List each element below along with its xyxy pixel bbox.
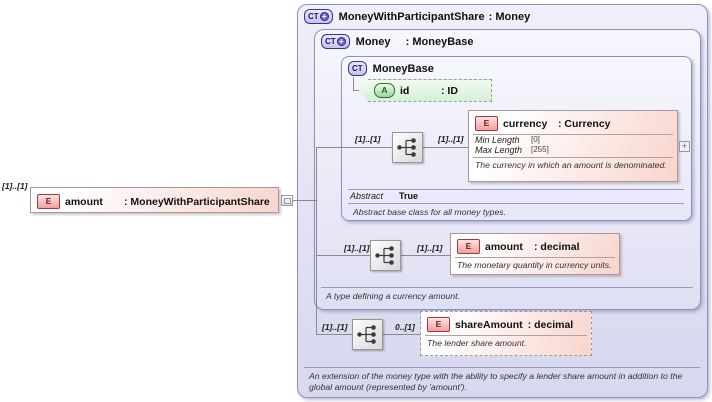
- connector-line: [383, 334, 420, 335]
- connector-line: [353, 77, 354, 91]
- element-name: amount: [65, 195, 103, 208]
- connector-line: [316, 147, 317, 334]
- element-header: E amount : MoneyWithParticipantShare: [31, 188, 278, 212]
- sequence-icon[interactable]: [352, 319, 383, 350]
- plus-icon: +: [336, 37, 346, 46]
- connector-line: [423, 147, 468, 148]
- element-type: : decimal: [534, 240, 580, 253]
- element-header: E currency : Currency: [469, 111, 677, 134]
- facet-min-length: Min Length [0]: [475, 135, 540, 145]
- abstract-facet: Abstract True: [350, 191, 418, 201]
- connector-line: [293, 200, 316, 201]
- element-shareamount[interactable]: E shareAmount : decimal The lender share…: [420, 311, 592, 356]
- element-annotation: The lender share amount.: [427, 338, 527, 348]
- complex-type-money-header: CT+ Money: MoneyBase: [321, 34, 474, 49]
- plus-icon: +: [319, 12, 329, 21]
- cardinality-label: [1]..[1]: [344, 243, 370, 253]
- element-type: : MoneyWithParticipantShare: [124, 195, 270, 208]
- moneybase-annotation: Abstract base class for all money types.: [353, 207, 507, 217]
- element-root-amount[interactable]: E amount : MoneyWithParticipantShare: [30, 187, 279, 213]
- complex-type-moneybase-header: CT MoneyBase: [348, 61, 434, 76]
- handle-square: [283, 197, 291, 204]
- element-icon: E: [37, 194, 60, 209]
- attribute-icon: A: [374, 83, 395, 98]
- annotation-divider: [455, 257, 615, 258]
- attribute-name: id: [400, 84, 410, 97]
- connector-line: [401, 255, 450, 256]
- attribute-id[interactable]: A id : ID: [358, 79, 492, 102]
- sequence-icon[interactable]: [370, 240, 401, 271]
- element-icon: E: [427, 317, 450, 332]
- complex-type-plus-icon[interactable]: CT+: [321, 34, 350, 49]
- cardinality-label: [1]..[1]: [417, 243, 443, 253]
- cardinality-label: [1]..[1]: [355, 134, 381, 144]
- element-icon: E: [457, 239, 480, 254]
- element-icon: E: [475, 116, 498, 131]
- complex-type-title: MoneyBase: [372, 62, 434, 75]
- annotation-divider: [321, 287, 693, 288]
- complex-type-plus-icon[interactable]: CT+: [304, 9, 333, 24]
- element-header: E amount : decimal: [451, 234, 619, 257]
- sequence-glyph: [397, 138, 416, 157]
- element-type: : decimal: [527, 318, 574, 331]
- element-type: : Currency: [558, 117, 611, 130]
- element-name: currency: [503, 117, 548, 130]
- sequence-glyph: [357, 325, 376, 344]
- connector-line: [353, 90, 360, 91]
- complex-type-moneywithparticipantshare-header: CT+ MoneyWithParticipantShare: Money: [304, 9, 530, 24]
- connector-line: [316, 147, 392, 148]
- annotation-divider: [425, 335, 587, 336]
- cardinality-label: 0..[1]: [395, 322, 415, 332]
- expand-icon[interactable]: +: [679, 141, 690, 152]
- collapse-handle-icon[interactable]: [281, 195, 293, 206]
- attribute-type: : ID: [441, 84, 458, 97]
- abstract-value: True: [399, 191, 419, 201]
- annotation-divider: [304, 367, 700, 368]
- cardinality-label: [1]..[1]: [438, 134, 464, 144]
- complex-type-title: MoneyWithParticipantShare: Money: [338, 10, 531, 23]
- element-currency[interactable]: E currency : Currency Min Length [0] Max…: [468, 110, 678, 182]
- facet-divider: [473, 134, 673, 135]
- connector-line: [316, 255, 370, 256]
- connector-line: [316, 334, 352, 335]
- annotation-divider: [348, 203, 684, 204]
- abstract-label: Abstract: [350, 191, 384, 201]
- sequence-icon[interactable]: [392, 132, 423, 163]
- element-name: amount: [485, 240, 523, 253]
- facet-divider: [348, 189, 684, 190]
- complex-type-title: Money: MoneyBase: [355, 35, 474, 48]
- element-amount[interactable]: E amount : decimal The monetary quantity…: [450, 233, 620, 275]
- element-annotation: The monetary quantity in currency units.: [457, 260, 612, 270]
- cardinality-label: [1]..[1]: [322, 322, 348, 332]
- cardinality-label: [1]..[1]: [2, 181, 28, 191]
- facet-max-length: Max Length [255]: [475, 145, 549, 155]
- element-name: shareAmount: [455, 318, 523, 331]
- sequence-glyph: [375, 246, 394, 265]
- element-annotation: The currency in which an amount is denom…: [475, 160, 667, 170]
- complex-type-icon[interactable]: CT: [348, 61, 367, 76]
- money-annotation: A type defining a currency amount.: [326, 291, 460, 301]
- complex-type-annotation: An extension of the money type with the …: [309, 371, 683, 392]
- annotation-divider: [473, 157, 673, 158]
- element-header: E shareAmount : decimal: [421, 312, 591, 335]
